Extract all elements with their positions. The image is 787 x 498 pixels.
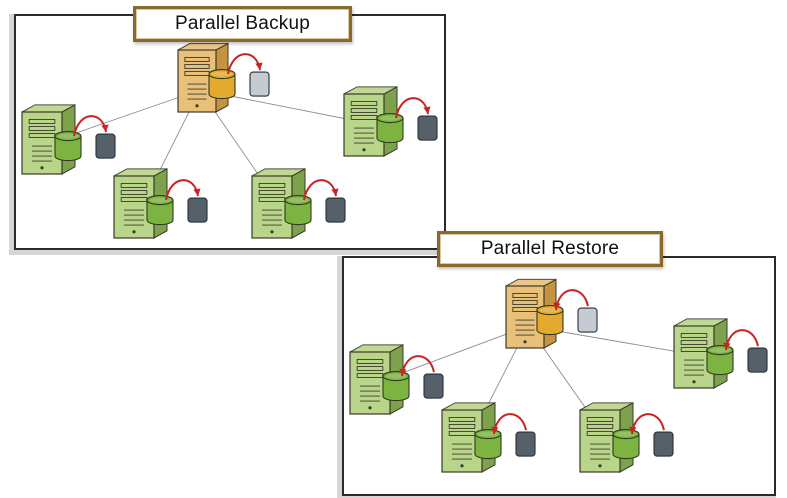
nodes <box>349 278 768 473</box>
curved-arrow-icon <box>553 289 589 311</box>
cluster-node <box>579 402 674 473</box>
curved-arrow-icon <box>227 53 263 75</box>
cluster-node <box>343 86 438 157</box>
tape-icon <box>515 431 536 457</box>
tape-icon <box>249 71 270 97</box>
curved-arrow-icon <box>395 97 431 119</box>
disk-icon <box>706 345 734 376</box>
tape-icon <box>577 307 598 333</box>
tape-icon <box>325 197 346 223</box>
tape-icon <box>417 115 438 141</box>
curved-arrow-icon <box>723 329 759 351</box>
tape-icon <box>423 373 444 399</box>
cluster-node <box>113 168 208 239</box>
cluster-node <box>21 104 116 175</box>
disk-icon <box>536 305 564 336</box>
backup-title: Parallel Backup <box>133 6 352 42</box>
tape-icon <box>95 133 116 159</box>
disk-icon <box>284 195 312 226</box>
curved-arrow-icon <box>73 115 109 137</box>
disk-icon <box>54 131 82 162</box>
curved-arrow-icon <box>491 413 527 435</box>
curved-arrow-icon <box>399 355 435 377</box>
disk-icon <box>382 371 410 402</box>
cluster-node <box>673 318 768 389</box>
tape-icon <box>747 347 768 373</box>
restore-network-diagram <box>349 278 768 473</box>
curved-arrow-icon <box>629 413 665 435</box>
tape-icon <box>653 431 674 457</box>
nodes <box>21 42 438 239</box>
tape-icon <box>187 197 208 223</box>
backup-diagram-panel <box>14 14 446 250</box>
primary-node <box>177 42 270 113</box>
cluster-node <box>349 344 444 415</box>
disk-icon <box>376 113 404 144</box>
cluster-node <box>251 168 346 239</box>
restore-diagram-panel <box>342 256 776 496</box>
disk-icon <box>208 69 236 100</box>
disk-icon <box>146 195 174 226</box>
curved-arrow-icon <box>165 179 201 201</box>
curved-arrow-icon <box>303 179 339 201</box>
disk-icon <box>612 429 640 460</box>
primary-node <box>505 278 598 349</box>
cluster-node <box>441 402 536 473</box>
restore-title: Parallel Restore <box>437 231 663 267</box>
backup-network-diagram <box>21 42 438 239</box>
disk-icon <box>474 429 502 460</box>
